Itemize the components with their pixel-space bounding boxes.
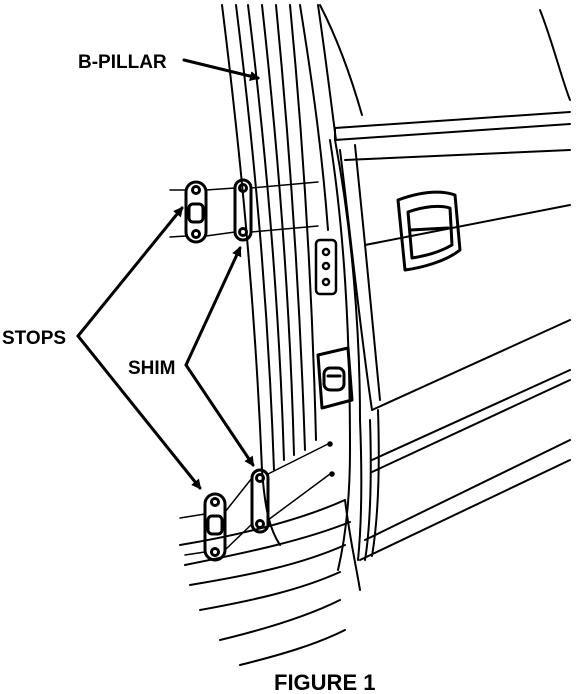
upper-shim xyxy=(233,178,253,242)
figure-caption: FIGURE 1 xyxy=(274,670,375,694)
stops-leaders xyxy=(76,206,202,490)
b-pillar-label: B-PILLAR xyxy=(78,52,167,73)
b-pillar-structure xyxy=(221,4,363,571)
latch-striker xyxy=(316,346,354,410)
lower-shim xyxy=(250,468,270,534)
pillar-latch-bracket xyxy=(314,238,338,296)
door-window-frame xyxy=(319,4,571,141)
upper-stop xyxy=(184,180,208,244)
upper-fastener-lines xyxy=(169,181,319,238)
shim-label: SHIM xyxy=(128,358,176,379)
door-panel xyxy=(339,144,571,561)
stops-label: STOPS xyxy=(2,328,66,349)
lower-stop xyxy=(203,492,227,562)
shim-leaders xyxy=(184,246,255,467)
door-handle xyxy=(396,190,462,272)
b-pillar-leader xyxy=(182,58,260,81)
lower-fastener-lines xyxy=(179,441,335,556)
